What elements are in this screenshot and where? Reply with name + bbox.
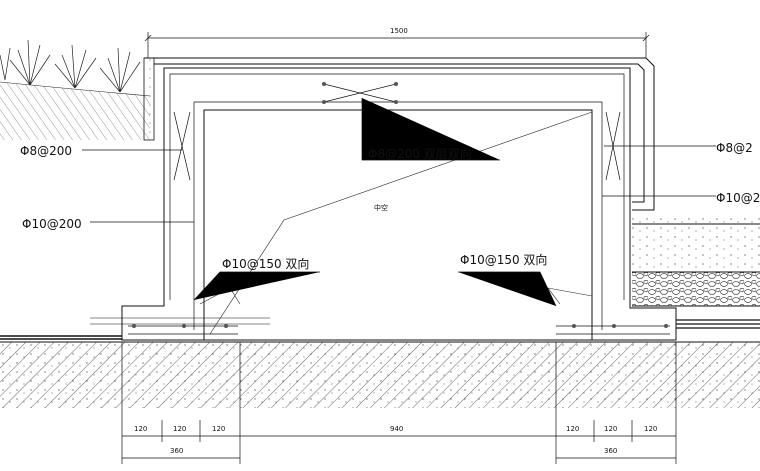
left-soil-bank — [0, 81, 151, 140]
right-backfill — [632, 215, 760, 329]
dim-seg-7: 120 — [644, 425, 657, 433]
bottom-dimension-lines — [121, 342, 677, 464]
left-pavement — [0, 317, 270, 340]
label-left-footing: Φ10@150 双向 — [222, 256, 309, 271]
label-right-footing: Φ10@150 双向 — [460, 252, 547, 267]
label-center: 中空 — [374, 203, 388, 212]
plants-icon — [0, 39, 141, 93]
label-top-slab: Φ8@200 双层双向 — [368, 146, 472, 161]
culvert-box — [121, 57, 677, 341]
dim-top-total: 1500 — [390, 27, 408, 35]
label-left-wall-vertical: Φ10@200 — [22, 217, 82, 231]
label-right-wall-vertical: Φ10@2 — [716, 191, 760, 205]
label-right-wall-horizontal: Φ8@2 — [716, 141, 753, 155]
dim-seg-2: 120 — [173, 425, 186, 433]
dim-group-left: 360 — [170, 447, 183, 455]
leader-lines — [82, 98, 716, 307]
dim-seg-6: 120 — [604, 425, 617, 433]
dim-seg-3: 120 — [212, 425, 225, 433]
label-left-wall-horizontal: Φ8@200 — [20, 144, 72, 158]
dim-group-right: 360 — [604, 447, 617, 455]
dim-seg-4: 940 — [390, 425, 403, 433]
top-dimension — [144, 32, 650, 58]
dim-seg-5: 120 — [566, 425, 579, 433]
dim-seg-1: 120 — [134, 425, 147, 433]
foundation-hatch — [0, 341, 760, 408]
